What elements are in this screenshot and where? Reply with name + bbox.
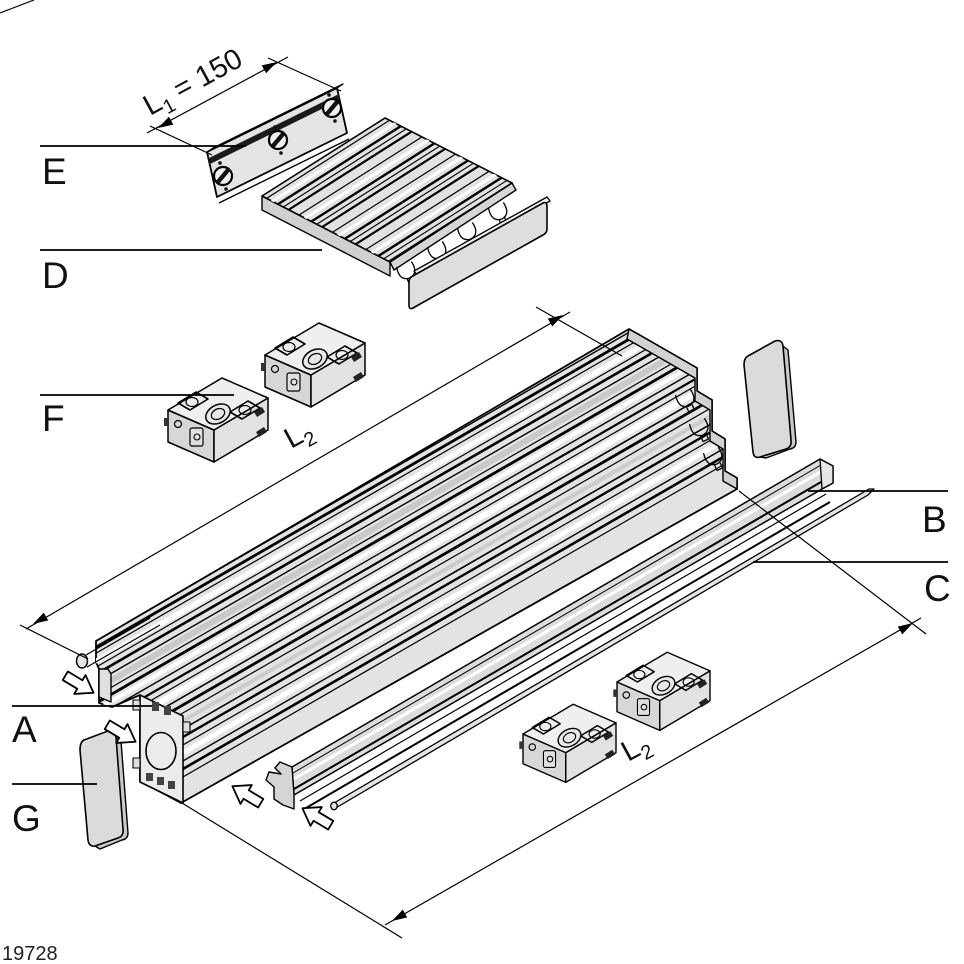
cover-panel [408,196,551,310]
dimension-arrow-icon [30,612,49,628]
center-bore [145,731,177,771]
connector-block-lower-1 [518,703,617,784]
dimension-l2-left-text: L2 [279,414,321,460]
dimension-l2-right-text: L2 [616,727,658,773]
rail-b-end-face [819,458,834,490]
dimension-l2-right: L2 [181,490,927,939]
far-end-face [626,328,738,490]
insertion-arrow-icon [295,797,338,836]
slide-rail-b [265,458,834,810]
connector-block-f2 [260,322,366,408]
main-profile-assembly [75,328,738,804]
connector-block-f1 [163,377,269,463]
label-e: E [42,151,67,192]
label-d: D [42,255,69,296]
dimension-l1-text: L1= 150 [138,43,250,127]
label-f: F [42,398,65,439]
profile-segment-assembly-d [261,117,517,288]
insertion-arrow-icon [58,665,101,704]
end-cap-right [743,339,797,459]
insertion-arrow-icon [225,775,268,814]
rail-b-hook-end [265,761,295,810]
leader-lines [12,145,948,785]
label-a: A [12,709,37,750]
plate-fasteners [212,93,343,191]
roll-in-strip-c [330,488,875,811]
connector-block-lower-2 [612,651,711,732]
dimension-arrow-icon [261,58,280,74]
hook-rail-end-face [98,668,112,703]
end-cap-g [79,730,129,850]
profile-a-end-face [132,694,191,804]
dimension-arrow-icon [897,619,916,635]
figure-number: 19728 [2,943,58,964]
cropped-extension-line [0,0,35,14]
dimension-arrow-icon [389,909,408,925]
label-b: B [922,499,947,540]
label-g: G [12,798,41,839]
label-c: C [924,568,951,609]
